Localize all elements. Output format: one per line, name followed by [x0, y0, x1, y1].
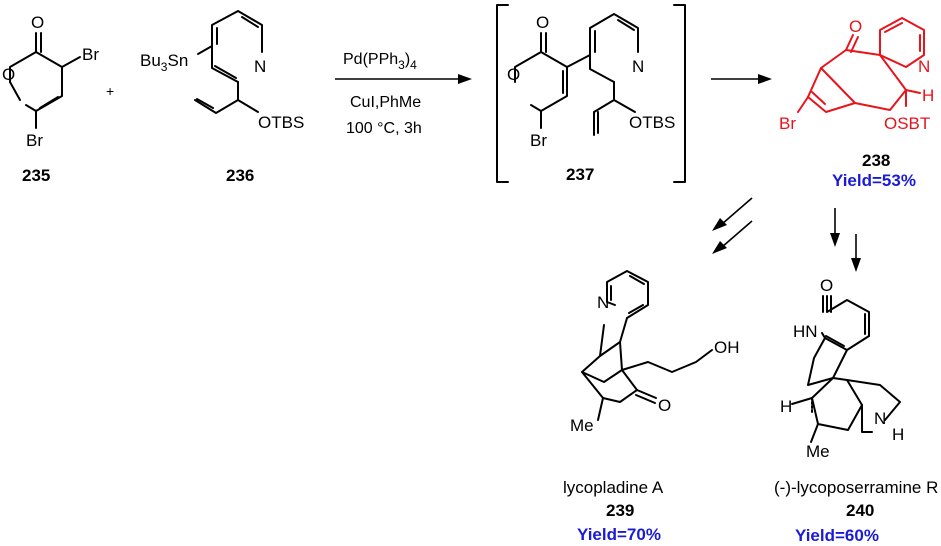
methyl-239: Me — [570, 416, 594, 435]
bromine-bottom-235: Br — [26, 131, 43, 150]
label-240: 240 — [846, 501, 874, 520]
tin-group-236: Bu3Sn — [140, 51, 188, 74]
ring-o-237: O — [507, 65, 520, 84]
compound-239: N OH O Me lycopladine A 239 Yield=70% — [563, 270, 740, 544]
osbt-group-238: OSBT — [884, 114, 930, 133]
bracket-right — [673, 4, 686, 183]
bromine-237: Br — [530, 131, 547, 150]
reaction-arrow-main — [335, 74, 472, 84]
carbonyl-o-237: O — [536, 13, 549, 32]
pyridine-n-239: N — [597, 293, 609, 312]
otbs-group-236: OTBS — [258, 113, 304, 132]
methyl-240: Me — [806, 442, 830, 461]
compound-235: O O Br Br 235 — [2, 13, 99, 185]
label-236: 236 — [226, 166, 254, 185]
carbonyl-o-240: O — [820, 276, 833, 295]
lactam-hn-240: HN — [793, 322, 818, 341]
reaction-conditions: Pd(PPh3)4 CuI,PhMe 100 °C, 3h — [343, 51, 422, 137]
yield-240: Yield=60% — [795, 526, 879, 545]
plus-sign: + — [106, 83, 114, 99]
pyridine-n-238: N — [918, 57, 930, 76]
otbs-group-237: OTBS — [629, 113, 675, 132]
catalyst-text: Pd(PPh3)4 — [343, 51, 417, 72]
label-237: 237 — [566, 165, 594, 184]
name-240: (-)-lycoposerramine R — [774, 478, 938, 497]
reaction-arrows-to-240 — [830, 208, 861, 272]
amine-h-240: H — [892, 425, 904, 444]
bromine-top-235: Br — [82, 45, 99, 64]
bromine-238: Br — [779, 114, 796, 133]
ring-o-235: O — [2, 65, 15, 84]
reaction-arrow-to-238 — [711, 74, 772, 84]
temperature-text: 100 °C, 3h — [346, 120, 422, 137]
compound-240: O HN N H H Me (-)-lycoposerramine R 240 … — [774, 276, 938, 545]
pyridine-n-236: N — [254, 57, 266, 76]
bridgehead-h-240: H — [780, 397, 792, 416]
bracket-left — [496, 4, 509, 183]
label-238: 238 — [862, 151, 890, 170]
compound-236: N Bu3Sn OTBS 236 — [140, 10, 304, 185]
yield-239: Yield=70% — [577, 525, 661, 544]
compound-237: O O N Br OTBS 237 — [507, 13, 675, 184]
hydrogen-238: H — [922, 86, 934, 105]
pyridine-n-237: N — [632, 57, 644, 76]
yield-238: Yield=53% — [832, 171, 916, 190]
carbonyl-o-235: O — [31, 13, 44, 32]
additive-text: CuI,PhMe — [350, 94, 421, 111]
ketone-o-239: O — [658, 396, 671, 415]
name-239: lycopladine A — [563, 478, 664, 497]
label-235: 235 — [22, 166, 50, 185]
label-239: 239 — [606, 501, 634, 520]
compound-238: O N Br H OSBT 238 Yield=53% — [779, 17, 934, 190]
hydroxyl-239: OH — [714, 338, 740, 357]
carbonyl-o-238: O — [849, 17, 862, 36]
amine-n-240: N — [874, 409, 886, 428]
reaction-arrows-to-239 — [712, 197, 753, 254]
